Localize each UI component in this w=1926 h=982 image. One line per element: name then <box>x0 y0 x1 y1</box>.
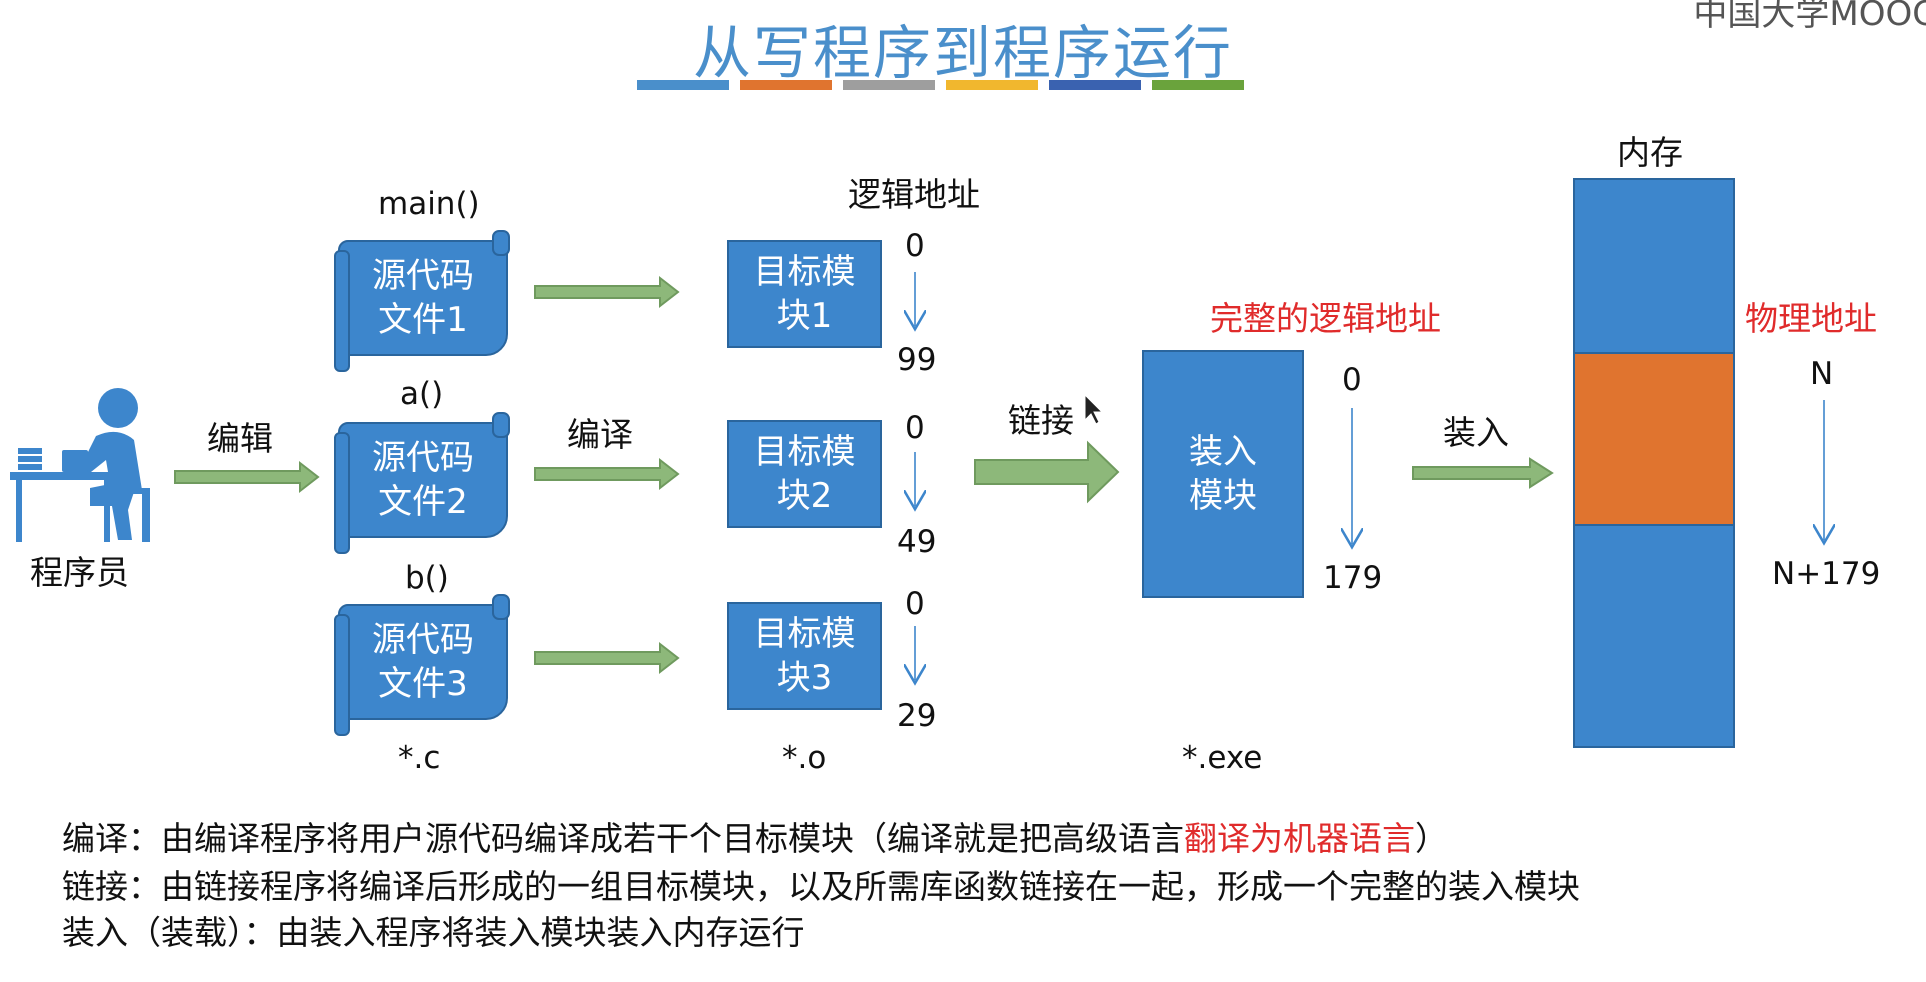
edit-arrow <box>174 460 320 494</box>
module1-start: 0 <box>905 228 925 264</box>
programmer-icon <box>10 388 150 542</box>
module2-end: 49 <box>897 524 937 560</box>
memory-loaded-region <box>1575 354 1733 524</box>
memory-divider <box>1575 352 1733 354</box>
memory-divider <box>1575 524 1733 526</box>
edit-label: 编辑 <box>207 419 273 458</box>
slide-title: 从写程序到程序运行 <box>692 19 1233 87</box>
source-func-b: b() <box>405 560 449 596</box>
underline-segment <box>1152 80 1244 90</box>
mooc-logo: 中国大学MOOC <box>1693 0 1926 34</box>
underline-segment <box>740 80 832 90</box>
load-label: 装入 <box>1443 413 1509 452</box>
load-module: 装入 模块 <box>1142 350 1304 598</box>
complete-logical-address-label: 完整的逻辑地址 <box>1210 299 1441 338</box>
compile-arrow-1 <box>534 275 680 309</box>
programmer-label: 程序员 <box>30 553 129 592</box>
load-note: 装入（装载）：由装入程序将装入模块装入内存运行 <box>62 913 805 952</box>
compile-note: 编译：由编译程序将用户源代码编译成若干个目标模块（编译就是把高级语言翻译为机器语… <box>62 812 1448 860</box>
load-module-start: 0 <box>1342 362 1362 398</box>
physical-address-label: 物理地址 <box>1745 299 1877 338</box>
module1-end: 99 <box>897 342 937 378</box>
module3-end: 29 <box>897 698 937 734</box>
compile-note-highlight: 翻译为机器语言 <box>1184 819 1415 858</box>
compile-arrow-3 <box>534 641 680 675</box>
link-note: 链接：由链接程序将编译后形成的一组目标模块，以及所需库函数链接在一起，形成一个完… <box>62 867 1580 906</box>
link-label: 链接 <box>1008 401 1074 440</box>
compile-note-prefix: 编译：由编译程序将用户源代码编译成若干个目标模块（编译就是把高级语言 <box>62 819 1184 858</box>
physical-start: N <box>1810 356 1834 392</box>
underline-segment <box>843 80 935 90</box>
ext-c: *.c <box>398 740 441 776</box>
source-file-2: 源代码 文件2 <box>334 412 510 554</box>
physical-end: N+179 <box>1772 556 1881 592</box>
compile-note-suffix: ） <box>1415 819 1448 858</box>
link-arrow <box>974 440 1120 504</box>
ext-exe: *.exe <box>1182 740 1263 776</box>
ext-o: *.o <box>782 740 827 776</box>
load-arrow <box>1412 457 1554 489</box>
object-module-3: 目标模 块3 <box>727 602 882 710</box>
source-file-3: 源代码 文件3 <box>334 594 510 736</box>
module2-start: 0 <box>905 410 925 446</box>
module3-start: 0 <box>905 586 925 622</box>
source-func-main: main() <box>378 186 480 222</box>
source-file-1: 源代码 文件1 <box>334 230 510 372</box>
object-module-2: 目标模 块2 <box>727 420 882 528</box>
source-func-a: a() <box>400 376 444 412</box>
compile-arrow-2 <box>534 457 680 491</box>
logical-address-label: 逻辑地址 <box>848 175 980 214</box>
load-module-end: 179 <box>1323 560 1383 596</box>
underline-segment <box>1049 80 1141 90</box>
underline-segment <box>637 80 729 90</box>
underline-segment <box>946 80 1038 90</box>
mouse-cursor-icon <box>1084 393 1104 425</box>
memory-block <box>1573 178 1735 748</box>
compile-label: 编译 <box>567 415 633 454</box>
object-module-1: 目标模 块1 <box>727 240 882 348</box>
memory-label: 内存 <box>1617 133 1683 172</box>
